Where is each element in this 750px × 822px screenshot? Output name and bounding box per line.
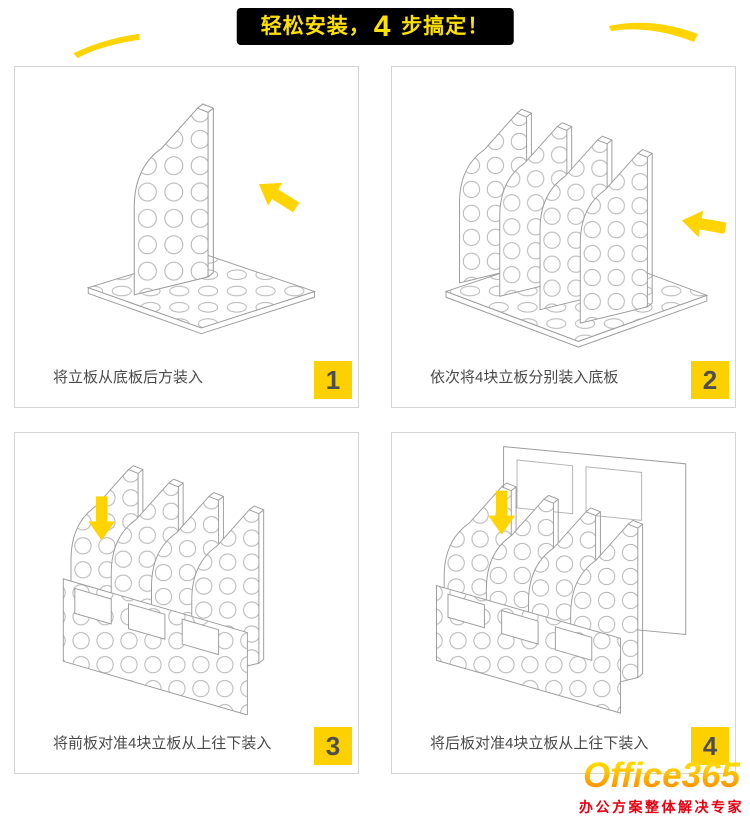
front-plate [62,578,248,715]
label-window [74,587,112,625]
step-1-illustration [86,103,317,335]
arrow-icon-step3 [88,496,116,541]
brand-tagline: 办公方案整体解决专家 [579,799,744,815]
arrow-icon-step1 [258,182,300,213]
step-caption: 将后板对准4块立板从上往下装入 [430,735,649,752]
step-3-illustration [62,465,265,715]
step-number-badge: 1 [314,361,352,399]
banner-title-suffix: 步搞定！ [394,15,490,38]
label-window [501,609,539,645]
label-window [447,593,485,629]
brush-stroke-left [73,33,140,59]
step-panel-2: 依次将4块立板分别装入底板 2 [391,66,736,408]
arrow-icon-step4 [488,490,516,535]
label-window [128,603,166,640]
step-panel-3: 将前板对准4块立板从上往下装入 3 [14,432,359,774]
banner-step-count: 4 [373,10,392,43]
footer-brand: Office365 办公方案整体解决专家 [579,758,744,817]
step-panel-1: 将立板从底板后方装入 1 [14,66,359,408]
step-caption: 将立板从底板后方装入 [53,369,204,386]
step-4-illustration [436,446,687,714]
step-panel-4: 将后板对准4块立板从上往下装入 4 [391,432,736,774]
step-number-badge: 4 [691,727,729,765]
title-banner: 轻松安装，4 步搞定！ [236,8,514,45]
divider-panel [133,103,215,296]
front-plate [436,584,622,714]
step-2-illustration [444,108,727,348]
banner-title-prefix: 轻松安装， [260,15,371,38]
step-number-badge: 2 [691,361,729,399]
office365-logo: Office365 [579,758,744,793]
label-window [181,618,220,656]
divider-panel-4 [579,149,654,324]
label-window [554,626,593,661]
arrow-icon-step2 [681,210,727,238]
step-caption: 将前板对准4块立板从上往下装入 [53,735,272,752]
brush-stroke-right [609,22,698,42]
step-number-badge: 3 [314,727,352,765]
step-caption: 依次将4块立板分别装入底板 [430,369,619,386]
